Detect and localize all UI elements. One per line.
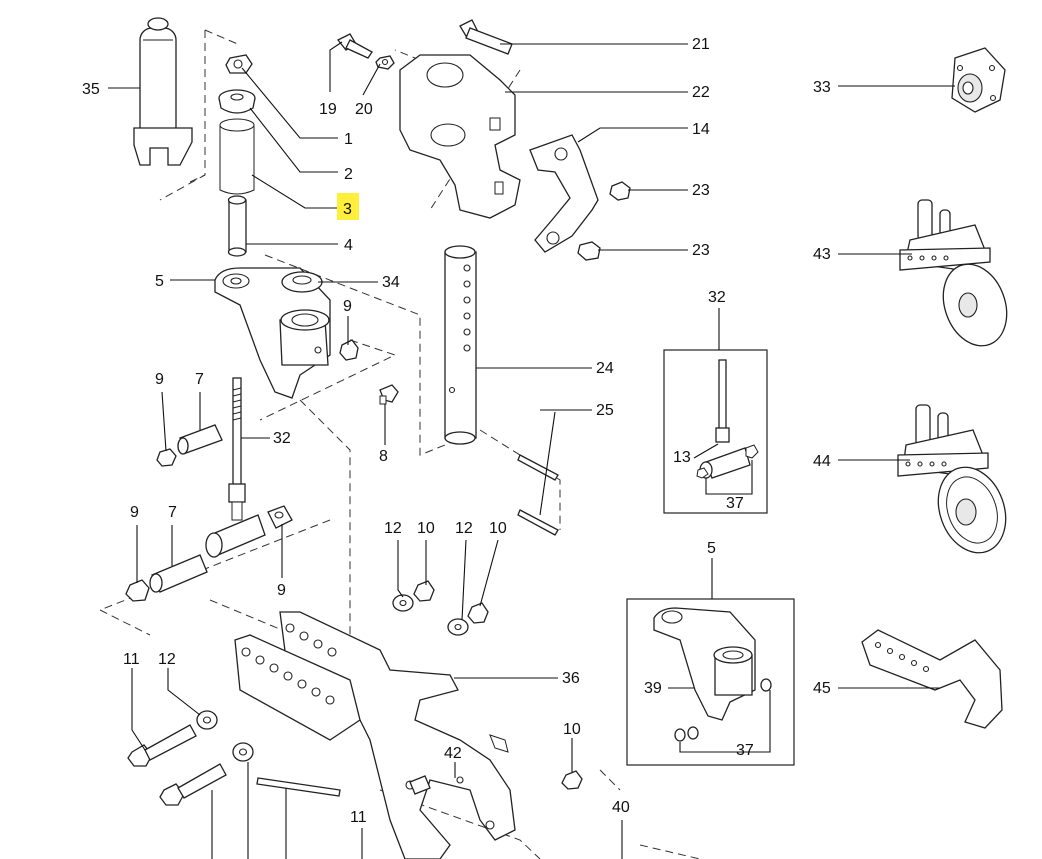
callout-14[interactable]: 14 <box>692 121 710 138</box>
callout-43[interactable]: 43 <box>813 246 831 263</box>
callout-32-a[interactable]: 32 <box>273 430 291 447</box>
callout-45[interactable]: 45 <box>813 680 831 697</box>
callout-33[interactable]: 33 <box>813 79 831 96</box>
part-34-washer[interactable] <box>281 271 323 293</box>
part-22-bracket[interactable] <box>399 54 521 219</box>
callout-8[interactable]: 8 <box>379 448 388 465</box>
callout-10-b[interactable]: 10 <box>489 520 507 537</box>
callout-3[interactable]: 3 <box>343 201 352 218</box>
part-24-tube[interactable] <box>444 245 477 445</box>
part-45-frame[interactable] <box>861 629 1003 729</box>
part-19-bolt[interactable] <box>336 33 373 59</box>
callout-13[interactable]: 13 <box>673 449 691 466</box>
callout-12-a[interactable]: 12 <box>384 520 402 537</box>
callout-40[interactable]: 40 <box>612 799 630 816</box>
part-10-nut-c[interactable] <box>561 770 583 790</box>
leader-lines <box>108 41 955 859</box>
part-10-nut-a[interactable] <box>413 580 435 602</box>
part-33-hub[interactable] <box>951 47 1006 113</box>
callout-25[interactable]: 25 <box>596 402 614 419</box>
part-2-cap[interactable] <box>218 89 256 114</box>
callout-5-inset[interactable]: 5 <box>707 540 716 557</box>
callout-23-upper[interactable]: 23 <box>692 182 710 199</box>
part-12-washer-a[interactable] <box>392 594 414 612</box>
callout-34[interactable]: 34 <box>382 274 400 291</box>
callout-23-lower[interactable]: 23 <box>692 242 710 259</box>
callout-22[interactable]: 22 <box>692 84 710 101</box>
callout-19[interactable]: 19 <box>319 101 337 118</box>
callout-5[interactable]: 5 <box>155 273 164 290</box>
part-3-spring[interactable] <box>219 118 255 195</box>
part-21-bolt[interactable] <box>459 19 513 55</box>
part-9-nut-d[interactable] <box>125 579 150 602</box>
callout-21[interactable]: 21 <box>692 36 710 53</box>
part-9-nut-a[interactable] <box>339 339 359 361</box>
callout-39[interactable]: 39 <box>644 680 662 697</box>
callout-11-b[interactable]: 11 <box>350 809 367 826</box>
callout-9-a[interactable]: 9 <box>343 298 352 315</box>
inset-32-assembly[interactable] <box>663 349 768 514</box>
part-11-bolt-b[interactable] <box>159 763 227 806</box>
callout-32-b[interactable]: 32 <box>708 289 726 306</box>
part-35-tool[interactable] <box>133 17 193 166</box>
part-10-nut-b[interactable] <box>467 602 489 624</box>
part-9-nut-b[interactable] <box>156 448 177 467</box>
callout-37-a[interactable]: 37 <box>726 495 744 512</box>
callout-7-a[interactable]: 7 <box>195 371 204 388</box>
inset-5-assembly[interactable] <box>626 598 795 766</box>
callout-9-d[interactable]: 9 <box>277 582 286 599</box>
callout-10-c[interactable]: 10 <box>563 721 581 738</box>
part-23-nut-lower[interactable] <box>577 241 601 261</box>
callout-11-a[interactable]: 11 <box>123 651 140 668</box>
part-32-rod[interactable] <box>205 377 266 558</box>
part-14-plate[interactable] <box>529 134 599 253</box>
part-20-nut[interactable] <box>375 55 395 70</box>
part-11-bolt-a[interactable] <box>127 724 197 767</box>
part-8-grease-nipple[interactable] <box>379 384 399 405</box>
callout-24[interactable]: 24 <box>596 360 614 377</box>
part-43-assembly[interactable] <box>899 199 1018 355</box>
part-9-nut-c[interactable] <box>267 505 293 529</box>
callout-9-b[interactable]: 9 <box>155 371 164 388</box>
part-12-washer-c[interactable] <box>196 710 218 730</box>
callout-1[interactable]: 1 <box>344 131 353 148</box>
part-4-tube[interactable] <box>227 195 247 257</box>
part-42-clip[interactable] <box>409 775 464 795</box>
callout-44[interactable]: 44 <box>813 453 831 470</box>
callout-labels: 35 1 2 3 4 5 34 19 20 21 22 14 23 23 24 … <box>82 36 831 826</box>
callout-9-c[interactable]: 9 <box>130 504 139 521</box>
callout-42[interactable]: 42 <box>444 745 462 762</box>
callout-4[interactable]: 4 <box>344 237 353 254</box>
part-7-pin-a[interactable] <box>177 424 223 455</box>
part-5-arm-bracket[interactable] <box>214 267 331 399</box>
part-1-nut[interactable] <box>225 54 253 74</box>
callout-37-b[interactable]: 37 <box>736 742 754 759</box>
part-11-rod[interactable] <box>256 777 341 797</box>
callout-36[interactable]: 36 <box>562 670 580 687</box>
part-12-washer-d[interactable] <box>232 742 254 762</box>
part-36-frame[interactable] <box>234 611 516 859</box>
callout-12-b[interactable]: 12 <box>455 520 473 537</box>
part-7-pin-b[interactable] <box>149 554 208 593</box>
part-25-pins[interactable] <box>517 454 559 536</box>
highlight-box-3 <box>337 193 359 220</box>
part-23-nut-upper[interactable] <box>609 181 631 201</box>
callout-12-c[interactable]: 12 <box>158 651 176 668</box>
callout-35[interactable]: 35 <box>82 81 100 98</box>
callout-20[interactable]: 20 <box>355 101 373 118</box>
part-12-washer-b[interactable] <box>447 618 469 636</box>
callout-2[interactable]: 2 <box>344 166 353 183</box>
callout-10-a[interactable]: 10 <box>417 520 435 537</box>
callout-7-b[interactable]: 7 <box>168 504 177 521</box>
part-44-assembly[interactable] <box>897 404 1017 562</box>
